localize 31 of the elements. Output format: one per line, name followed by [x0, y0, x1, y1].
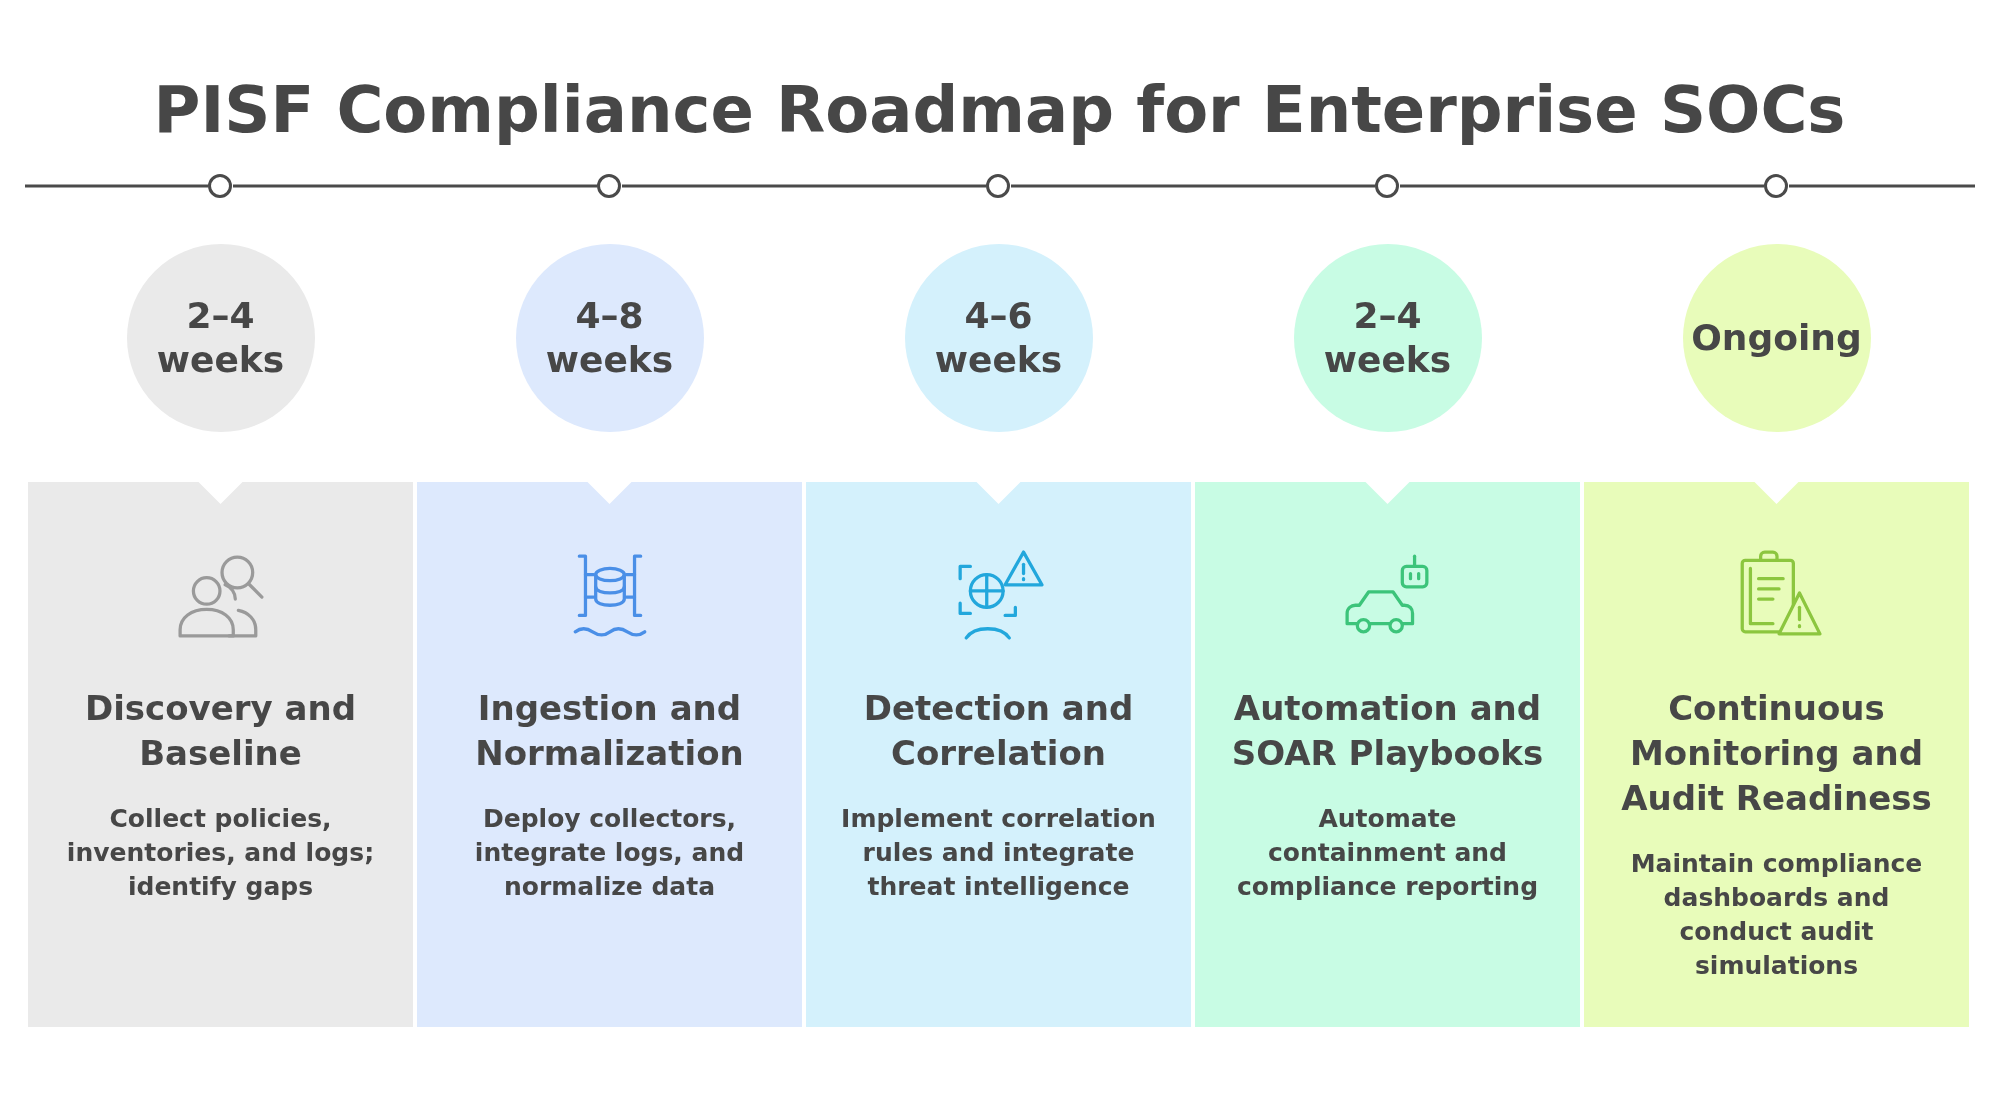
timeline-marker [1764, 173, 1788, 198]
timeline-line [25, 184, 208, 188]
phase-description: Deploy collectors, integrate logs, and normalize data [473, 803, 746, 903]
phase-card [1584, 482, 1969, 1027]
duration-circle: 2–4 weeks [1293, 244, 1482, 432]
duration-circle: 4–8 weeks [515, 244, 704, 432]
phase-title: Detection and Correlation [862, 687, 1135, 775]
duration-circle: 2–4 weeks [126, 244, 315, 432]
duration-circle: 4–6 weeks [904, 244, 1093, 432]
title: PISF Compliance Roadmap for Enterprise SOCs [153, 72, 1846, 148]
phase-title: Automation and SOAR Playbooks [1230, 687, 1545, 775]
phase-card [806, 482, 1191, 1027]
phase-description: Collect policies, inventories, and logs; identify gaps [65, 803, 376, 903]
timeline-line [1789, 184, 1975, 188]
timeline-marker [208, 173, 232, 198]
timeline-marker [986, 173, 1010, 198]
duration-circle: Ongoing [1682, 244, 1871, 432]
phase-card [1195, 482, 1580, 1027]
timeline-marker [1375, 173, 1399, 198]
timeline-marker [597, 173, 621, 198]
phase-description: Automate containment and compliance reporting [1235, 803, 1540, 903]
phase-title: Ingestion and Normalization [474, 687, 745, 775]
timeline-line [1011, 184, 1375, 188]
phase-card [28, 482, 413, 1027]
phase-title: Discovery and Baseline [83, 687, 358, 775]
phase-card [417, 482, 802, 1027]
timeline-line [233, 184, 597, 188]
timeline-line [622, 184, 986, 188]
phase-description: Maintain compliance dashboards and conduct audit simulations [1629, 848, 1924, 982]
phase-description: Implement correlation rules and integrate threat intelligence [840, 803, 1157, 903]
phase-title: Continuous Monitoring and Audit Readiness [1620, 687, 1933, 820]
